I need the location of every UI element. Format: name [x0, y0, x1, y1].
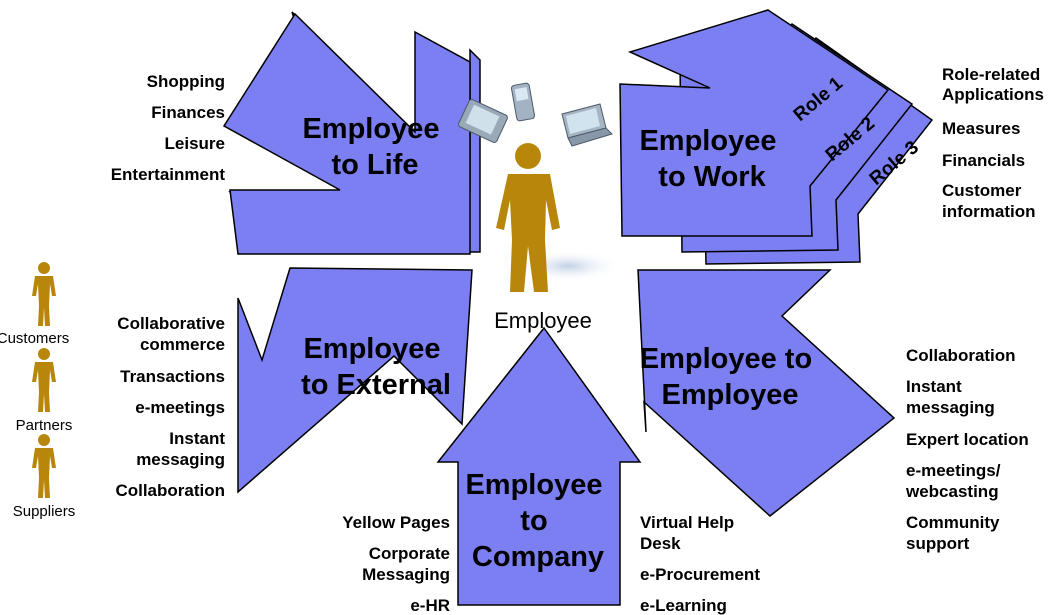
external-item: Transactions [120, 367, 225, 386]
employee-item: Expert location [906, 430, 1029, 449]
arrow-external-line1: Employee [303, 333, 440, 365]
life-item: Entertainment [111, 165, 226, 184]
arrow-employee-to-company [436, 326, 642, 606]
arrow-company-line1: Employee [465, 469, 602, 501]
arrow-employee-to-life-body [222, 12, 471, 255]
partners-label: Partners [16, 417, 73, 434]
arrow-external-line2: to External [301, 369, 451, 401]
external-item: commerce [140, 335, 225, 354]
arrow-employee-line1: Employee to [640, 343, 812, 375]
arrow-life-line1: Employee [302, 113, 439, 145]
arrow-employee-to-external [237, 267, 473, 494]
customers-label: Customers [0, 330, 69, 347]
employee-list: Collaboration Instant messaging Expert l… [905, 346, 1029, 553]
company-left-list: Yellow Pages Corporate Messaging e-HR [342, 513, 450, 615]
external-item: Instant [169, 429, 225, 448]
company-left-item: Yellow Pages [342, 513, 450, 532]
arrow-company-line3: Company [472, 541, 604, 573]
employee-item: webcasting [905, 482, 999, 501]
arrow-life-text: Employee to Life [302, 113, 447, 181]
employee-figure [496, 143, 622, 292]
life-item: Shopping [147, 72, 225, 91]
company-right-item: e-Learning [640, 596, 727, 615]
company-right-item: Virtual Help [640, 513, 734, 532]
company-left-item: e-HR [410, 596, 450, 615]
employee-item: Community [906, 513, 1000, 532]
arrow-employee-to-employee [637, 269, 896, 517]
company-right-item: e-Procurement [640, 565, 760, 584]
laptop-icon [561, 103, 613, 147]
life-list: Shopping Finances Leisure Entertainment [111, 72, 226, 184]
suppliers-figure [32, 434, 56, 498]
device-icons [458, 82, 613, 147]
arrow-life-line2: to Life [332, 149, 419, 181]
arrow-employee-to-work [619, 9, 890, 237]
company-left-item: Corporate [369, 544, 450, 563]
company-right-item: Desk [640, 534, 681, 553]
arrow-company-line2: to [520, 505, 547, 537]
employee-item: e-meetings/ [906, 461, 1001, 480]
arrow-external-text: Employee to External [301, 333, 451, 401]
arrow-work-text: Employee to Work [639, 125, 784, 193]
phone-icon [510, 82, 536, 122]
employee-label: Employee [494, 308, 592, 333]
partners-figure [32, 348, 56, 412]
external-item: messaging [136, 450, 225, 469]
employee-item: support [906, 534, 970, 553]
work-item: Role-related [942, 65, 1040, 84]
arrow-employee-line2: Employee [662, 379, 799, 411]
arrow-work-line1: Employee [639, 125, 776, 157]
external-list: Collaborative commerce Transactions e-me… [115, 314, 225, 500]
arrow-company-text: Employee to Company [465, 469, 610, 573]
external-item: Collaboration [115, 481, 225, 500]
external-item: e-meetings [135, 398, 225, 417]
work-item: Customer [942, 181, 1022, 200]
company-right-list: Virtual Help Desk e-Procurement e-Learni… [640, 513, 760, 615]
customers-figure [32, 262, 56, 326]
work-list: Role-related Applications Measures Finan… [942, 65, 1044, 221]
work-item: information [942, 202, 1036, 221]
employee-item: messaging [906, 398, 995, 417]
work-item: Applications [942, 85, 1044, 104]
employee-item: Collaboration [906, 346, 1016, 365]
external-item: Collaborative [117, 314, 225, 333]
company-left-item: Messaging [362, 565, 450, 584]
arrow-work-line2: to Work [658, 161, 766, 193]
suppliers-label: Suppliers [13, 503, 76, 520]
life-item: Leisure [165, 134, 225, 153]
work-item: Measures [942, 119, 1020, 138]
life-item: Finances [151, 103, 225, 122]
work-item: Financials [942, 151, 1025, 170]
employee-item: Instant [906, 377, 962, 396]
arrow-employee-text: Employee to Employee [640, 343, 821, 411]
handheld-icon [458, 99, 508, 143]
